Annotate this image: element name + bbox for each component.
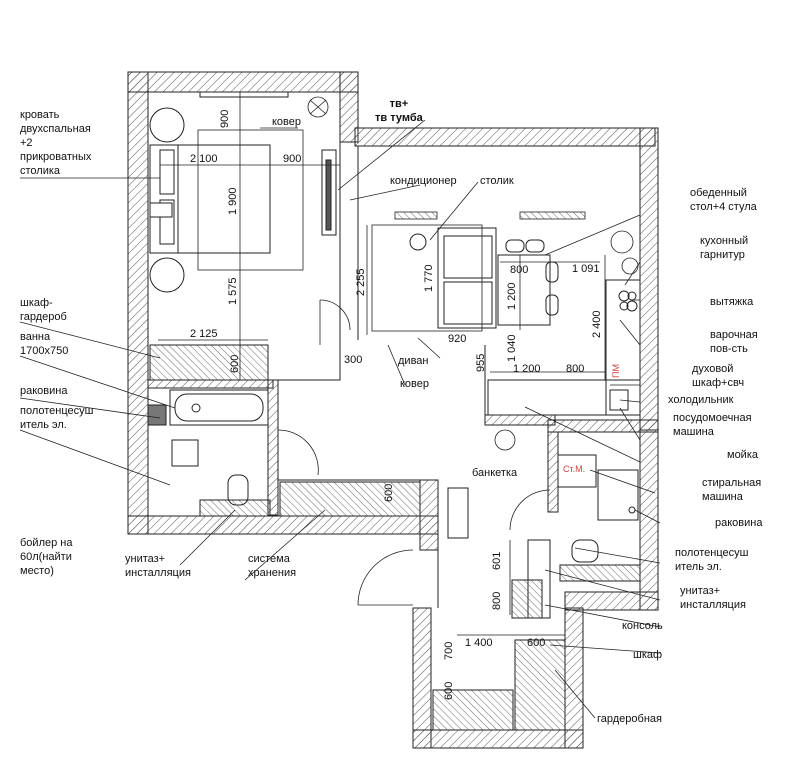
bath-door <box>277 429 319 476</box>
plant-icon <box>494 230 639 451</box>
plant-icon <box>307 96 329 118</box>
bedroom-wardrobe <box>149 344 269 381</box>
label-towel-dryer: полотенцесуш итель эл. <box>20 405 94 431</box>
dim-2400: 2 400 <box>591 310 603 338</box>
label-bed: кровать двухспальная +2 прикроватных сто… <box>20 109 92 177</box>
label-tv: тв+ тв тумба <box>375 98 423 124</box>
label-dining: обеденный стол+4 стула <box>690 187 757 213</box>
label-towel-dryer-2: полотенцесуш итель эл. <box>675 547 749 573</box>
bathtub <box>169 389 269 426</box>
label-bench: банкетка <box>472 467 518 479</box>
dim-2255: 2 255 <box>355 268 367 296</box>
dim-1040: 1 040 <box>506 334 518 362</box>
dim-900b: 900 <box>283 153 301 165</box>
label-washing-machine: стиральная машина <box>702 477 762 503</box>
label-fridge: холодильник <box>668 394 734 406</box>
dishwasher-mark: ПМ <box>611 364 621 378</box>
label-toilet-2: унитаз+ инсталляция <box>680 585 746 611</box>
dim-1091: 1 091 <box>572 263 600 275</box>
label-console: консоль <box>622 620 663 632</box>
dim-600c: 600 <box>527 637 545 649</box>
dim-955: 955 <box>475 354 487 372</box>
label-dishwasher: посудомоечная машина <box>673 412 752 438</box>
label-closet: шкаф <box>633 649 663 661</box>
dim-601: 601 <box>491 552 503 570</box>
wardrobe-closet <box>432 639 566 731</box>
dim-800a: 800 <box>510 264 528 276</box>
label-sofa: диван <box>398 355 429 367</box>
front-door <box>357 549 414 606</box>
dim-1200a: 1 200 <box>506 282 518 310</box>
radiators <box>394 211 586 220</box>
bed <box>149 107 304 293</box>
dimension-lines <box>158 92 606 636</box>
dim-1900: 1 900 <box>227 187 239 215</box>
dim-1770: 1 770 <box>423 264 435 292</box>
label-toilet: унитаз+ инсталляция <box>125 553 191 579</box>
dim-920: 920 <box>448 333 466 345</box>
coffee-table <box>409 233 427 251</box>
toilet-2 <box>559 539 641 582</box>
dining-table <box>497 239 559 326</box>
dim-1200b: 1 200 <box>513 363 541 375</box>
dim-2100: 2 100 <box>190 153 218 165</box>
label-cooktop: варочная пов-сть <box>710 329 758 355</box>
label-wardrobe: шкаф- гардероб <box>20 297 67 323</box>
window-bedroom <box>199 91 289 98</box>
storage-system <box>279 481 421 517</box>
tv-unit <box>321 149 337 236</box>
label-rug-bottom: ковер <box>400 378 430 390</box>
dim-300: 300 <box>344 354 362 366</box>
dim-700: 700 <box>443 642 455 660</box>
dim-600a: 600 <box>229 355 241 373</box>
bath-sink <box>147 404 199 467</box>
label-oven: духовой шкаф+свч <box>692 363 745 389</box>
washing-machine <box>557 454 639 521</box>
leader-lines <box>19 119 661 719</box>
dim-2125: 2 125 <box>190 328 218 340</box>
bedroom-door <box>319 299 351 345</box>
label-hood: вытяжка <box>710 296 754 308</box>
bench <box>447 487 469 539</box>
label-conditioner: кондиционер <box>390 175 457 187</box>
label-coffee-table: столик <box>480 175 514 187</box>
kitchen-counter <box>487 279 641 416</box>
dim-600d: 600 <box>443 682 455 700</box>
label-rug-top: ковер <box>272 116 302 128</box>
label-bathtub: ванна 1700х750 <box>20 331 69 357</box>
label-boiler: бойлер на 60л(найти место) <box>20 537 73 577</box>
washing-machine-mark: Ст.М. <box>563 464 585 474</box>
bath2-door <box>509 489 551 531</box>
console <box>511 539 551 619</box>
dim-1575: 1 575 <box>227 277 239 305</box>
sofa <box>371 224 497 332</box>
dim-800c: 800 <box>491 592 503 610</box>
label-sink: раковина <box>20 385 68 397</box>
toilet <box>199 474 271 517</box>
dim-600b: 600 <box>383 484 395 502</box>
dim-1400: 1 400 <box>465 637 493 649</box>
label-walk-in: гардеробная <box>597 713 662 725</box>
dim-900a: 900 <box>219 110 231 128</box>
label-sink-2: раковина <box>715 517 763 529</box>
walls <box>127 71 659 749</box>
label-storage: система хранения <box>248 553 297 579</box>
label-kitchen-set: кухонный гарнитур <box>700 235 749 261</box>
dim-800b: 800 <box>566 363 584 375</box>
label-kitchen-sink: мойка <box>727 449 758 461</box>
